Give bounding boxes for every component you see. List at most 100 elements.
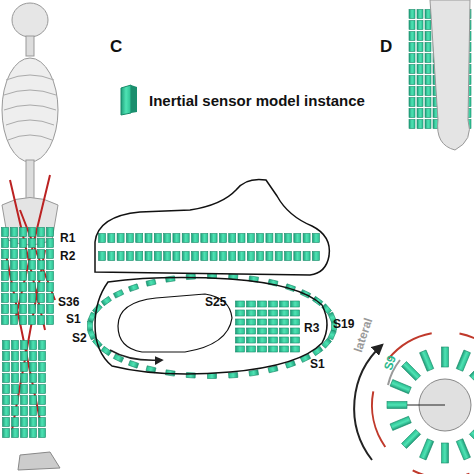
sensor-instance xyxy=(20,316,27,325)
sensor-instance xyxy=(39,407,46,416)
skeleton xyxy=(2,3,60,470)
red-arc xyxy=(459,332,474,366)
sensor-instance xyxy=(409,109,415,118)
sensor-instance xyxy=(2,250,9,259)
panel-letter: C xyxy=(110,38,122,55)
sensor-instance xyxy=(29,272,36,281)
sensor-instance xyxy=(29,228,36,237)
sensor-instance xyxy=(425,98,431,107)
sensor-instance xyxy=(328,330,336,340)
sensor-instance xyxy=(29,261,36,270)
sensor-instance xyxy=(30,352,37,361)
sensor-label: S25 xyxy=(205,296,226,308)
sensor-instance xyxy=(294,252,301,261)
sensor-label: S36 xyxy=(58,296,79,308)
skull xyxy=(12,3,48,37)
sensor-instance xyxy=(3,396,10,405)
sensor-instance xyxy=(30,407,37,416)
sensor-instance xyxy=(247,346,256,352)
red-arc xyxy=(412,470,470,474)
sensor-instance xyxy=(3,341,10,350)
sensor-instance xyxy=(269,328,278,334)
sensor-instance xyxy=(20,261,27,270)
sensor-instance xyxy=(417,98,423,107)
sensor-instance xyxy=(425,87,431,96)
sensor-instance xyxy=(39,396,46,405)
sensor-instance xyxy=(420,350,434,371)
sensor-instance xyxy=(469,429,474,448)
sensor-instance xyxy=(38,294,45,303)
sensor-instance xyxy=(21,363,28,372)
sensor-instance xyxy=(21,418,28,427)
sensor-instance xyxy=(425,109,431,118)
sensor-instance xyxy=(20,250,27,259)
sensor-instance xyxy=(12,429,19,438)
sensor-instance xyxy=(136,234,143,243)
sensor-instance xyxy=(38,250,45,259)
sensor-instance xyxy=(11,305,18,314)
sensor-instance xyxy=(257,234,264,243)
sensor-instance xyxy=(285,234,292,243)
sensor-instance xyxy=(420,439,434,460)
insole-outline xyxy=(118,294,232,352)
sensor-instance xyxy=(425,120,431,129)
sensor-instance xyxy=(236,301,245,307)
sensor-instance xyxy=(2,272,9,281)
sensor-instance xyxy=(99,234,106,243)
sensor-instance xyxy=(425,43,431,52)
sensor-instance xyxy=(247,337,256,343)
sensor-instance xyxy=(30,385,37,394)
sensor-instance xyxy=(425,76,431,85)
sensor-instance xyxy=(236,346,245,352)
sensor-instance xyxy=(409,87,415,96)
sensor-instance xyxy=(11,272,18,281)
sensor-instance xyxy=(88,322,93,331)
sensor-label: S2 xyxy=(72,332,87,344)
sensor-instance xyxy=(425,21,431,30)
sensor-instance xyxy=(269,346,278,352)
sensor-instance xyxy=(417,43,423,52)
sensor-instance xyxy=(3,407,10,416)
sensor-instance xyxy=(182,252,189,261)
sensor-instance xyxy=(312,252,319,261)
sensor-instance xyxy=(425,10,431,19)
sensor-instance xyxy=(409,32,415,41)
sensor-instance xyxy=(3,352,10,361)
sensor-instance xyxy=(192,252,199,261)
sensor-instance xyxy=(390,416,411,430)
sensor-instance xyxy=(47,261,54,270)
sensor-instance xyxy=(275,234,282,243)
sensor-instance xyxy=(39,385,46,394)
sensor-instance xyxy=(30,363,37,372)
red-arc xyxy=(371,391,386,447)
sensor-instance xyxy=(39,363,46,372)
sensor-instance xyxy=(2,316,9,325)
sensor-instance xyxy=(21,352,28,361)
sensor-instance xyxy=(3,418,10,427)
ribs xyxy=(4,75,56,140)
sensor-instance xyxy=(146,279,156,286)
sensor-instance xyxy=(12,396,19,405)
sensor-instance xyxy=(208,374,217,379)
sensor-instance xyxy=(126,252,133,261)
sensor-instance xyxy=(210,234,217,243)
sensor-instance xyxy=(258,328,267,334)
sensor-instance xyxy=(291,337,300,343)
sensor-instance xyxy=(117,234,124,243)
sensor-instance xyxy=(29,305,36,314)
sensor-instance xyxy=(417,54,423,63)
sensor-instance xyxy=(21,429,28,438)
sensor-instance xyxy=(12,385,19,394)
femur-bone xyxy=(430,0,470,150)
sensor-instance xyxy=(269,301,278,307)
sensor-instance xyxy=(21,385,28,394)
sensor-instance xyxy=(39,374,46,383)
sensor-instance xyxy=(11,316,18,325)
sensor-instance xyxy=(2,305,9,314)
legend-sensor-icon xyxy=(115,84,143,116)
sensor-instance xyxy=(425,32,431,41)
sensor-instance xyxy=(11,239,18,248)
row-label: R2 xyxy=(60,250,75,262)
sensor-instance xyxy=(47,239,54,248)
